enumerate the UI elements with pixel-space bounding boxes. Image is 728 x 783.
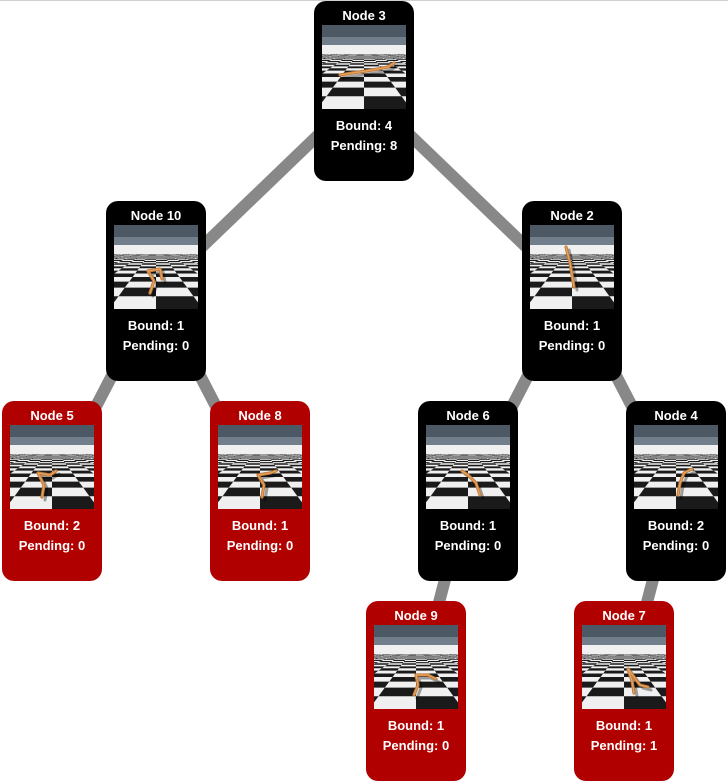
node-pending: Pending: 0 — [226, 538, 294, 553]
node-title: Node 8 — [238, 408, 282, 423]
node-6[interactable]: Node 6 Bound: 1 Pending: 0 — [418, 401, 518, 581]
simulation-thumbnail — [634, 425, 718, 509]
node-pending: Pending: 0 — [434, 538, 502, 553]
node-7[interactable]: Node 7 Bound: 1 Pending: 1 — [574, 601, 674, 781]
node-title: Node 9 — [394, 608, 438, 623]
node-bound: Bound: 2 — [647, 518, 705, 533]
node-title: Node 3 — [342, 8, 386, 23]
node-bound: Bound: 1 — [387, 718, 445, 733]
top-divider — [0, 0, 728, 1]
node-pending: Pending: 0 — [18, 538, 86, 553]
node-10[interactable]: Node 10 Bound: 1 Pending: 0 — [106, 201, 206, 381]
node-4[interactable]: Node 4 Bound: 2 Pending: 0 — [626, 401, 726, 581]
node-title: Node 10 — [130, 208, 182, 223]
node-pending: Pending: 0 — [382, 738, 450, 753]
node-bound: Bound: 1 — [231, 518, 289, 533]
node-bound: Bound: 1 — [543, 318, 601, 333]
node-5[interactable]: Node 5 Bound: 2 Pending: 0 — [2, 401, 102, 581]
node-title: Node 7 — [602, 608, 646, 623]
node-bound: Bound: 1 — [439, 518, 497, 533]
node-2[interactable]: Node 2 Bound: 1 Pending: 0 — [522, 201, 622, 381]
node-8[interactable]: Node 8 Bound: 1 Pending: 0 — [210, 401, 310, 581]
node-pending: Pending: 1 — [590, 738, 658, 753]
node-bound: Bound: 1 — [127, 318, 185, 333]
node-pending: Pending: 0 — [122, 338, 190, 353]
simulation-thumbnail — [374, 625, 458, 709]
node-title: Node 4 — [654, 408, 698, 423]
node-bound: Bound: 4 — [335, 118, 393, 133]
node-pending: Pending: 0 — [538, 338, 606, 353]
node-title: Node 2 — [550, 208, 594, 223]
simulation-thumbnail — [322, 25, 406, 109]
simulation-thumbnail — [10, 425, 94, 509]
simulation-thumbnail — [218, 425, 302, 509]
simulation-thumbnail — [582, 625, 666, 709]
node-bound: Bound: 2 — [23, 518, 81, 533]
node-bound: Bound: 1 — [595, 718, 653, 733]
node-title: Node 6 — [446, 408, 490, 423]
simulation-thumbnail — [114, 225, 198, 309]
node-pending: Pending: 8 — [330, 138, 398, 153]
node-3[interactable]: Node 3 Bound: 4 Pending: 8 — [314, 1, 414, 181]
simulation-thumbnail — [426, 425, 510, 509]
node-title: Node 5 — [30, 408, 74, 423]
simulation-thumbnail — [530, 225, 614, 309]
node-pending: Pending: 0 — [642, 538, 710, 553]
node-9[interactable]: Node 9 Bound: 1 Pending: 0 — [366, 601, 466, 781]
